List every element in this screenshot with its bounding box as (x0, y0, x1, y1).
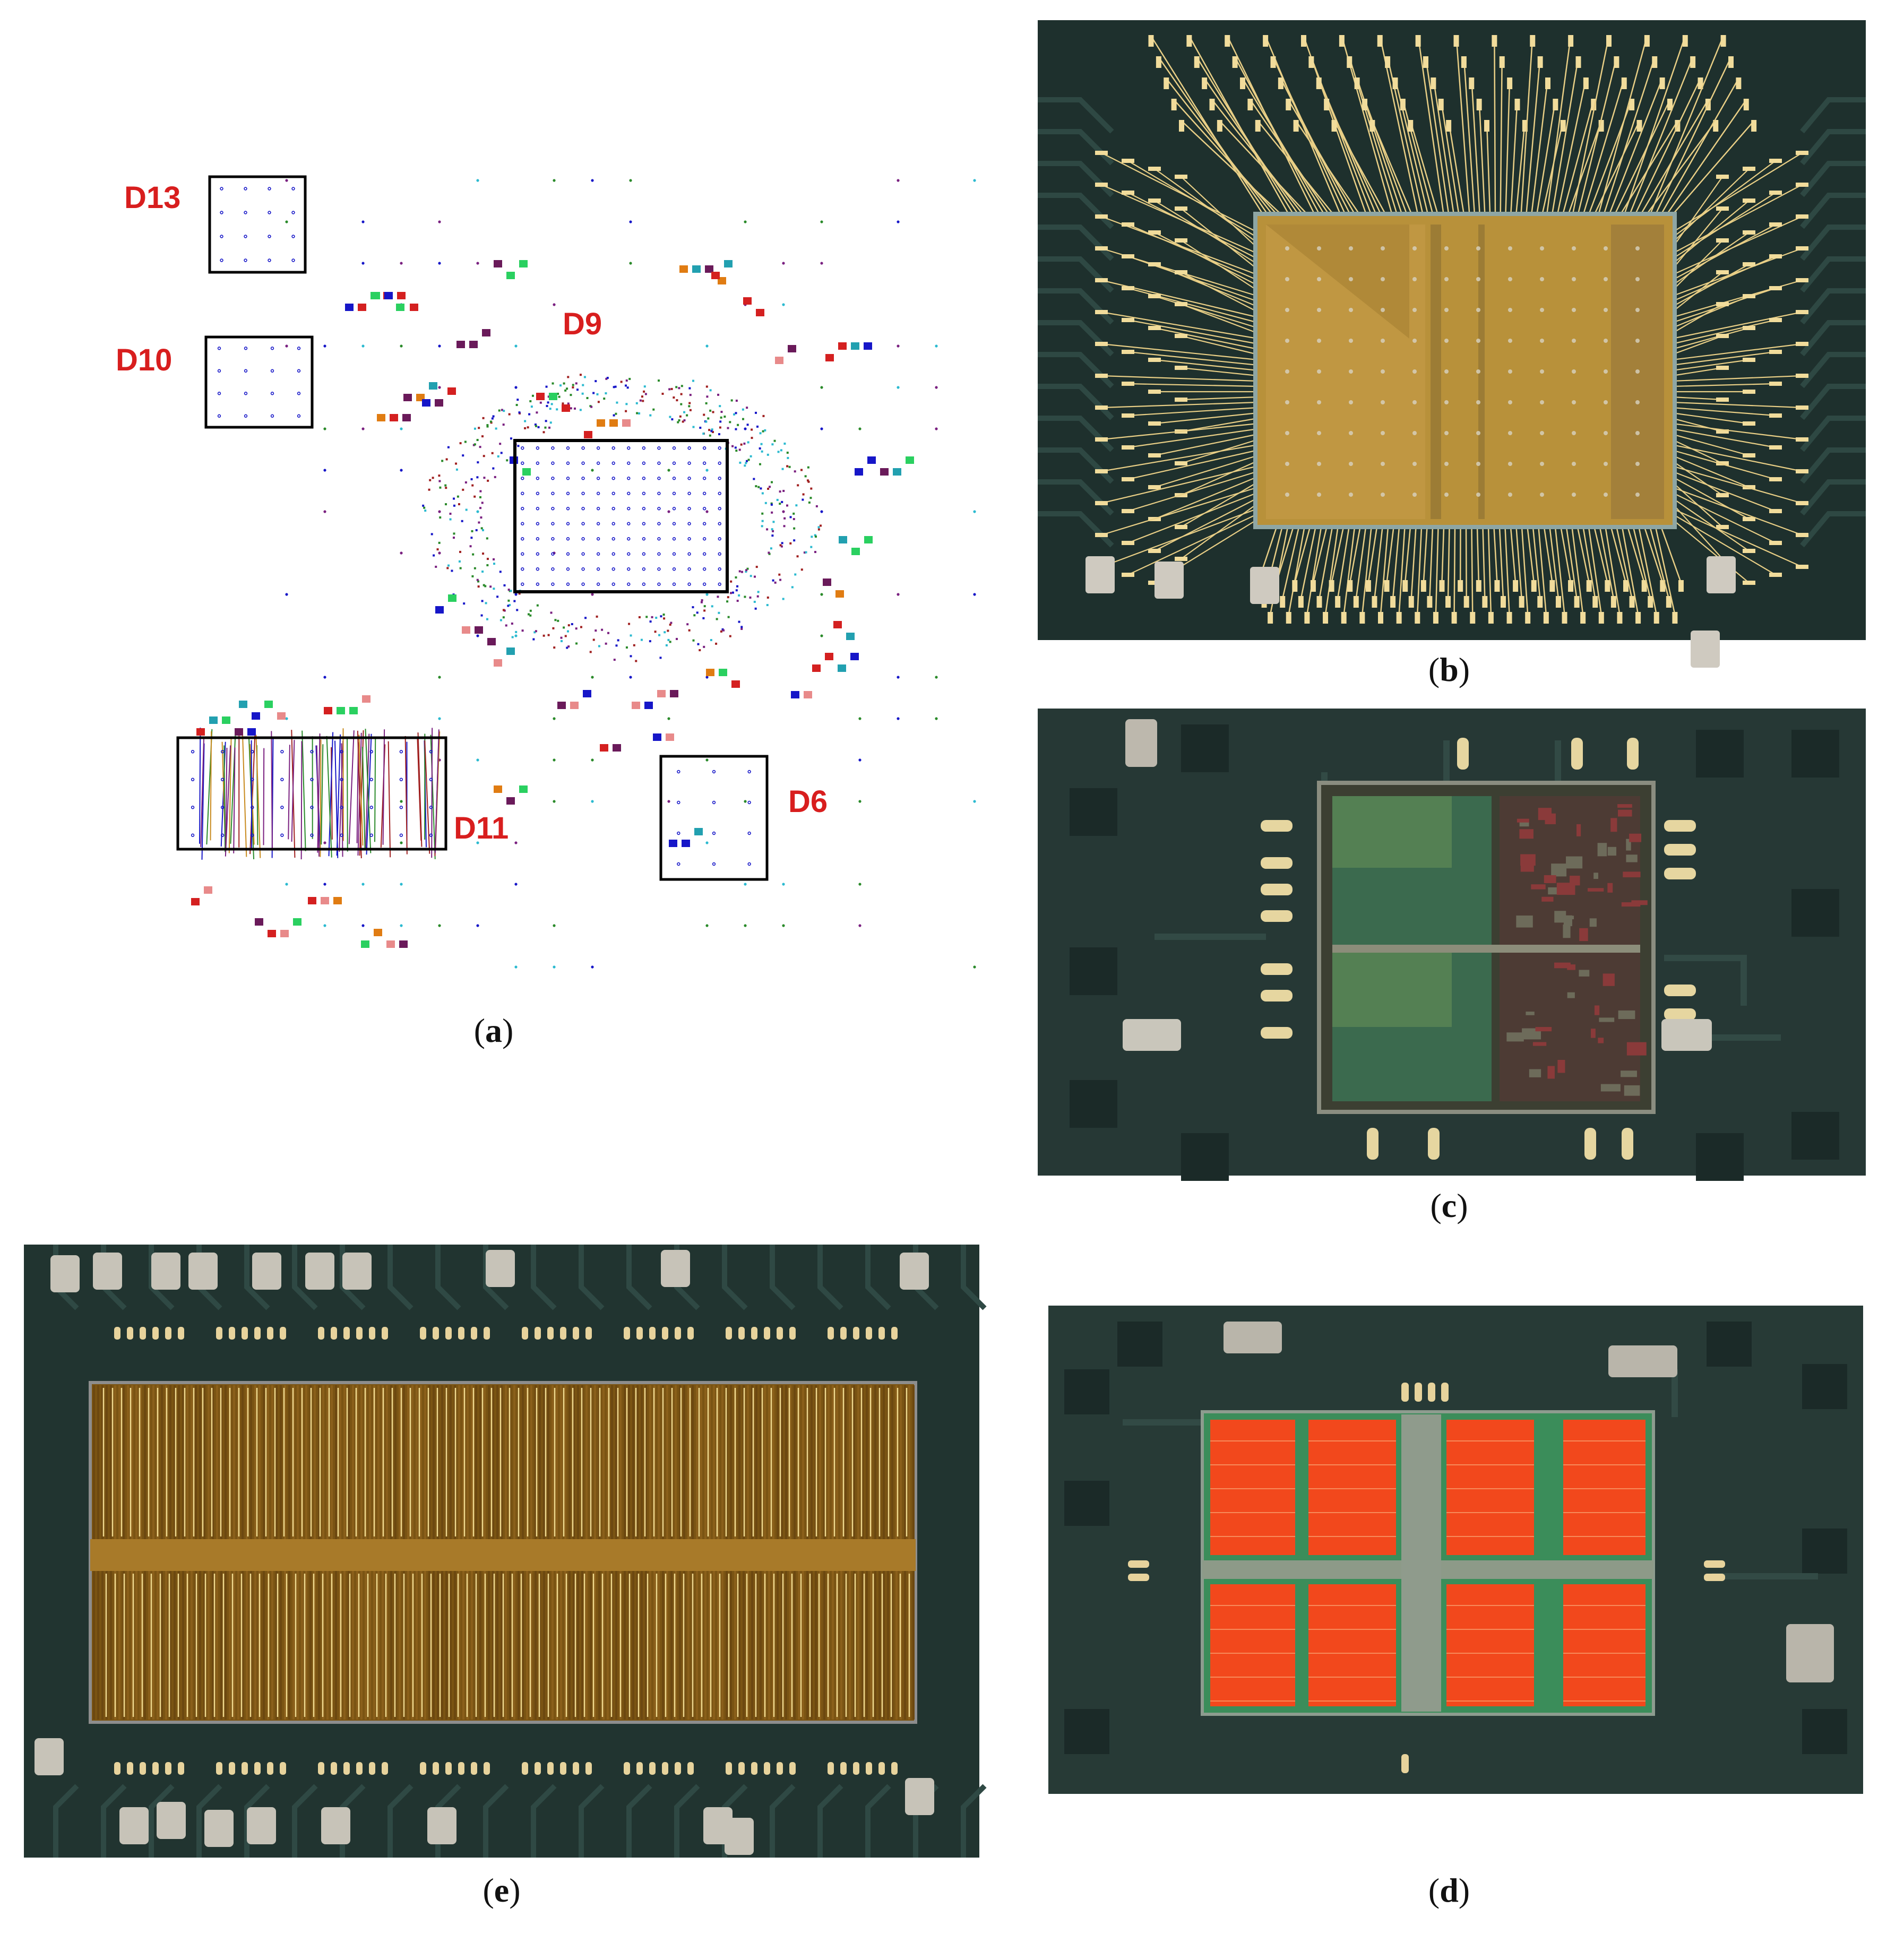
device-label-d9: D9 (563, 307, 602, 341)
photo-d-svg (1048, 1306, 1863, 1794)
device-label-d11: D11 (454, 811, 509, 845)
smd-pads (191, 260, 914, 948)
device-outline-d13 (208, 175, 307, 274)
device-outline-d11 (176, 736, 447, 851)
memory-array-blocks (1210, 1420, 1645, 1706)
smd-capacitor (1661, 1019, 1712, 1051)
panel-e-photo-long-die (24, 1245, 987, 1858)
smd-capacitor (1224, 1322, 1282, 1353)
panel-a-layout-diagram: D13 D10 D9 D11 D6 (116, 159, 1024, 1008)
device-label-d6: D6 (788, 784, 828, 819)
smd-capacitors (1085, 556, 1736, 668)
caption-c: (c) (1430, 1187, 1468, 1224)
bond-wires (1095, 35, 1808, 624)
photo-c-svg (1038, 709, 1866, 1181)
panel-d-photo-red-die (1048, 1306, 1863, 1794)
panel-b-photo-processor-die (1038, 20, 1866, 668)
device-outline-d6 (659, 755, 769, 881)
caption-d: (d) (1428, 1871, 1470, 1909)
fanout-traces (199, 374, 822, 860)
device-outline-d10 (204, 335, 314, 429)
photo-b-svg (1038, 20, 1866, 668)
device-label-d10: D10 (116, 343, 172, 377)
smd-capacitors (35, 1250, 934, 1855)
device-pin-grids (191, 187, 751, 866)
device-outline-d9 (513, 439, 729, 593)
caption-a: (a) (473, 1012, 514, 1049)
via-dot-grid (285, 179, 976, 969)
device-label-d13: D13 (124, 180, 180, 215)
caption-e: (e) (483, 1871, 521, 1909)
layout-diagram-svg: D13 D10 D9 D11 D6 (116, 175, 976, 969)
bond-wires (102, 1388, 910, 1717)
photo-e-svg (24, 1245, 987, 1858)
panel-c-photo-dual-die (1038, 709, 1866, 1181)
caption-b: (b) (1428, 651, 1470, 688)
